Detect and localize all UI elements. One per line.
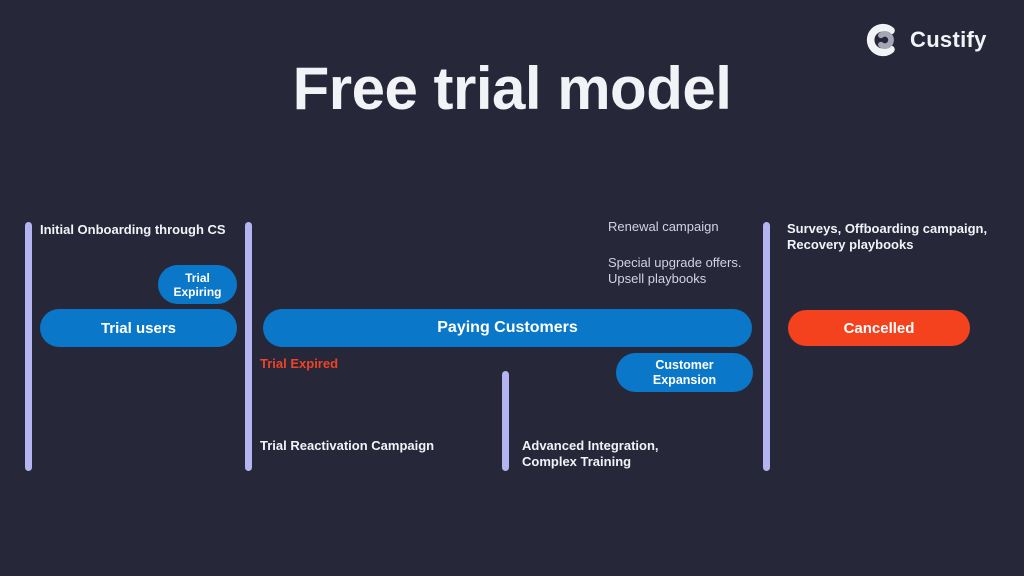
divider-cancelled	[763, 222, 770, 471]
note-initial-onboarding: Initial Onboarding through CS	[40, 222, 226, 237]
custify-logo-icon	[864, 21, 902, 59]
brand-name: Custify	[910, 27, 987, 52]
divider-trial-start	[25, 222, 32, 471]
note-upgrade-offers: Special upgrade offers. Upsell playbooks	[608, 255, 742, 286]
pill-cancelled: Cancelled	[788, 310, 970, 346]
note-offboarding: Surveys, Offboarding campaign, Recovery …	[787, 221, 988, 252]
note-trial-expired: Trial Expired	[260, 356, 339, 371]
pill-customer-expansion: Customer Expansion	[616, 353, 753, 392]
page-title: Free trial model	[292, 55, 732, 122]
pill-trial-users: Trial users	[40, 309, 237, 347]
pill-paying-customers: Paying Customers	[263, 309, 752, 347]
divider-trial-end	[245, 222, 252, 471]
note-renewal-campaign: Renewal campaign	[608, 219, 719, 234]
note-trial-reactivation: Trial Reactivation Campaign	[260, 438, 435, 453]
pill-trial-expiring: Trial Expiring	[158, 265, 237, 304]
custify-logo: Custify	[864, 21, 987, 59]
divider-paying-mid	[502, 371, 509, 471]
note-advanced-integration: Advanced Integration, Complex Training	[522, 438, 659, 469]
